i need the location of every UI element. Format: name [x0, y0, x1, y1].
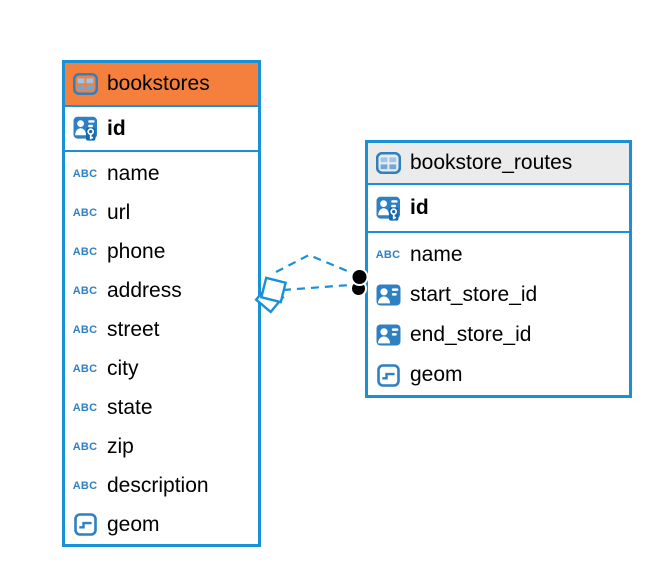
- reference-column-icon: [375, 284, 401, 306]
- column-name: name: [410, 243, 463, 266]
- table-title: bookstores: [107, 72, 210, 95]
- column-name: phone: [107, 239, 166, 263]
- table-row[interactable]: ABC street: [65, 310, 258, 349]
- table-row[interactable]: id: [65, 107, 258, 152]
- table-row[interactable]: start_store_id: [368, 275, 629, 315]
- column-name: end_store_id: [410, 323, 532, 346]
- table-bookstore-routes[interactable]: bookstore_routes id ABC: [365, 140, 632, 398]
- text-type-icon: ABC: [72, 440, 98, 453]
- geometry-type-icon: [72, 513, 98, 536]
- primary-key-icon: [72, 116, 98, 141]
- column-name: id: [107, 116, 126, 140]
- text-type-icon: ABC: [72, 401, 98, 414]
- table-row[interactable]: ABC city: [65, 349, 258, 388]
- table-row[interactable]: geom: [65, 505, 258, 544]
- relationship-line[interactable]: [254, 253, 369, 314]
- columns-section: ABC name start_store_id: [368, 233, 629, 395]
- table-row[interactable]: ABC description: [65, 466, 258, 505]
- table-row[interactable]: ABC name: [65, 154, 258, 193]
- table-row[interactable]: end_store_id: [368, 315, 629, 355]
- geometry-type-icon: [375, 363, 401, 387]
- text-type-icon: ABC: [72, 479, 98, 492]
- table-row[interactable]: ABC phone: [65, 232, 258, 271]
- text-type-icon: ABC: [375, 249, 401, 261]
- text-type-icon: ABC: [72, 284, 98, 297]
- reference-column-icon: [375, 324, 401, 346]
- table-row[interactable]: ABC url: [65, 193, 258, 232]
- column-name: address: [107, 278, 182, 302]
- table-row[interactable]: ABC zip: [65, 427, 258, 466]
- column-name: street: [107, 317, 160, 341]
- column-name: geom: [107, 512, 160, 536]
- table-row[interactable]: geom: [368, 355, 629, 395]
- table-bookstores[interactable]: bookstores id ABC na: [62, 60, 261, 547]
- table-header[interactable]: bookstore_routes: [368, 143, 629, 185]
- column-name: state: [107, 395, 153, 419]
- text-type-icon: ABC: [72, 323, 98, 336]
- column-name: start_store_id: [410, 283, 538, 306]
- primary-key-icon: [375, 196, 401, 221]
- text-type-icon: ABC: [72, 362, 98, 375]
- table-title: bookstore_routes: [410, 151, 573, 174]
- text-type-icon: ABC: [72, 245, 98, 258]
- column-name: name: [107, 161, 160, 185]
- table-header[interactable]: bookstores: [65, 63, 258, 107]
- table-row[interactable]: ABC state: [65, 388, 258, 427]
- columns-section: ABC name ABC url ABC phone ABC address A…: [65, 152, 258, 544]
- column-name: id: [410, 196, 429, 219]
- table-icon: [72, 73, 98, 95]
- text-type-icon: ABC: [72, 206, 98, 219]
- column-name: url: [107, 200, 131, 224]
- table-row[interactable]: ABC name: [368, 235, 629, 275]
- table-row[interactable]: ABC address: [65, 271, 258, 310]
- column-name: city: [107, 356, 139, 380]
- text-type-icon: ABC: [72, 167, 98, 180]
- column-name: zip: [107, 434, 134, 458]
- column-name: description: [107, 473, 209, 497]
- column-name: geom: [410, 363, 463, 386]
- table-row[interactable]: id: [368, 185, 629, 233]
- table-icon: [375, 152, 401, 174]
